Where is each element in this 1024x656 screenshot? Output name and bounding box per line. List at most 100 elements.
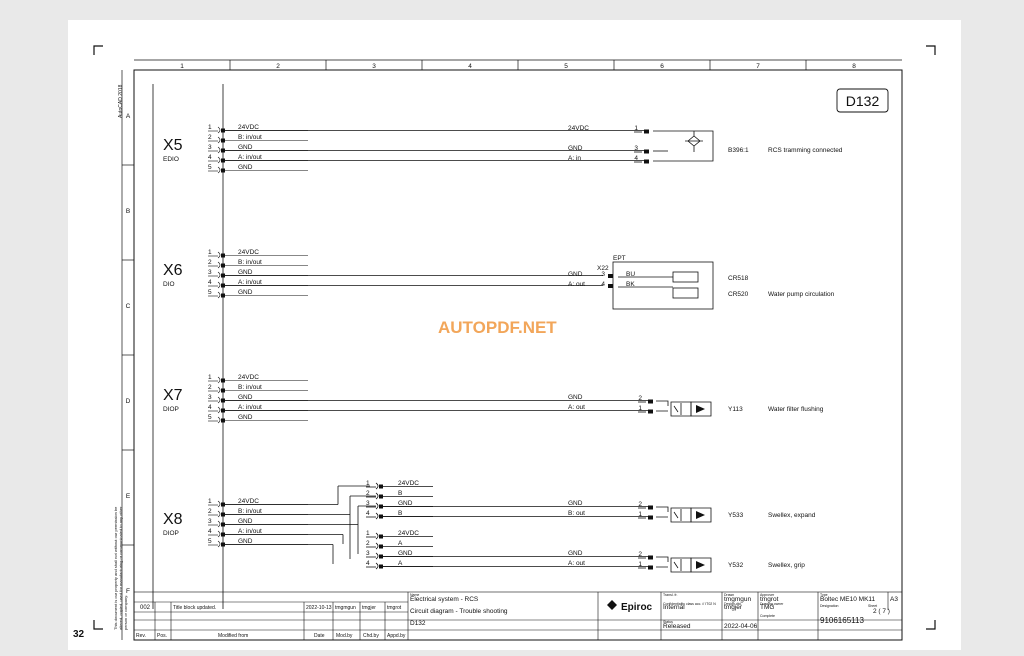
row-letter: F [126, 588, 130, 595]
device-terminal [648, 515, 653, 520]
pin-label: A: in/out [238, 154, 262, 161]
pin-terminal [221, 418, 225, 423]
drawing-id-box [836, 88, 889, 113]
split-pin-terminal [379, 484, 383, 489]
type-value: Boltec ME10 MK11 [820, 596, 876, 603]
device-id: Y113 [728, 406, 743, 413]
watermark: AUTOPDF.NET [438, 318, 557, 337]
wire-label: A: out [568, 281, 585, 288]
pin-number: 4 [208, 404, 212, 411]
pin-terminal [221, 512, 225, 517]
name-line-2: Circuit diagram - Trouble shooting [410, 608, 508, 615]
name-line-3: D132 [410, 620, 426, 627]
pin-number: 5 [208, 538, 212, 545]
pin-contact [217, 291, 221, 299]
pin-contact [217, 281, 221, 289]
pin-number: 1 [208, 374, 212, 381]
device-id: CR520 [728, 291, 749, 298]
pin-label: A: in/out [238, 279, 262, 286]
pin-terminal [221, 293, 225, 298]
pin-label: GND [238, 414, 253, 421]
translated-from-label: Transl. fr. [663, 593, 678, 597]
pin-number: 3 [208, 144, 212, 151]
device-pin-number: 4 [601, 281, 605, 288]
wire-label: GND [568, 271, 583, 278]
pin-contact [217, 500, 221, 508]
wire-label: A: out [568, 404, 585, 411]
pin-terminal [221, 522, 225, 527]
rev-approved-by: tmgrot [387, 605, 402, 611]
connector-name: X8 [163, 511, 183, 528]
pin-number: 2 [208, 508, 212, 515]
valve-coil [670, 401, 692, 417]
ept-title: EPT [613, 255, 626, 262]
device-pin-number: 1 [638, 405, 642, 412]
confidentiality-label: Confidentiality class acc. // IT02 N [663, 602, 716, 606]
split-pin-number: 4 [366, 510, 370, 517]
split-pin-terminal [379, 544, 383, 549]
pin-contact [217, 251, 221, 259]
type-label: Type [820, 593, 828, 597]
pin-number: 1 [208, 498, 212, 505]
device-description: Water filter flushing [768, 406, 824, 413]
document-number: 9106165113 [820, 616, 864, 625]
split-pin-number: 2 [366, 490, 370, 497]
wire-label: B: out [568, 510, 585, 517]
pin-terminal [221, 408, 225, 413]
pin-contact [217, 156, 221, 164]
device-terminal [648, 555, 653, 560]
column-number: 1 [180, 63, 184, 70]
ept-connector: X22 [597, 265, 609, 272]
split-pin-terminal [379, 504, 383, 509]
device-pin-number: 1 [638, 511, 642, 518]
device-pin-number: 3 [634, 145, 638, 152]
pin-number: 2 [208, 384, 212, 391]
valve-body [690, 507, 712, 523]
device-pin-number: 4 [634, 155, 638, 162]
drawn-label: Drawn [724, 593, 734, 597]
split-pin-number: 3 [366, 550, 370, 557]
pin-label: B: in/out [238, 384, 262, 391]
title-block [133, 591, 903, 641]
row-letter: D [126, 398, 131, 405]
pin-contact [217, 126, 221, 134]
header-rev: Rev. [136, 633, 146, 639]
pin-label: A: in/out [238, 404, 262, 411]
rev-description: Title block updated. [173, 605, 216, 611]
owner-label: Drawing owner [760, 602, 784, 606]
pin-contact [217, 396, 221, 404]
valve-wire [656, 506, 669, 518]
device-terminal [648, 505, 653, 510]
rev-value: 002 [140, 605, 151, 611]
pin-contact [217, 376, 221, 384]
owner-value: TMG [760, 604, 774, 611]
paper-size: A3 [890, 596, 898, 603]
column-number: 6 [660, 63, 664, 70]
drawing-date: 2022-04-06 [724, 623, 758, 630]
split-pin-label: GND [398, 500, 413, 507]
complete-label: Complete [760, 614, 775, 618]
pin-terminal [221, 253, 225, 258]
device-pin-number: 3 [601, 271, 605, 278]
device-terminal [644, 129, 649, 134]
pin-contact [217, 261, 221, 269]
valve-body [690, 401, 712, 417]
pin-terminal [221, 128, 225, 133]
split-pin-number: 3 [366, 500, 370, 507]
device-id: B396:1 [728, 147, 749, 154]
row-letter: E [126, 493, 131, 500]
status-value: Released [663, 623, 691, 630]
pin-contact [217, 386, 221, 394]
split-pin-label: B [398, 490, 402, 497]
design-label: Design dtd. [724, 602, 742, 606]
device-pin-number: 1 [638, 561, 642, 568]
pin-label: B: in/out [238, 508, 262, 515]
ept-element [672, 271, 699, 283]
device-terminal [648, 399, 653, 404]
designation-label: Designation [820, 604, 839, 608]
valve-body [690, 557, 712, 573]
